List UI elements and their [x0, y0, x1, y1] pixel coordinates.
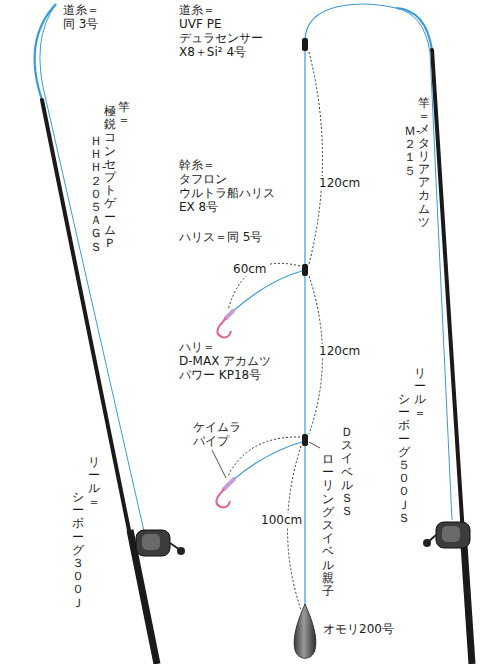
- part-label: ハリ＝: [178, 340, 216, 354]
- swivels: [302, 38, 308, 446]
- part-label: ウルトラ船ハリス: [178, 186, 276, 200]
- rod-grip: [463, 530, 472, 664]
- sinker: [294, 604, 316, 658]
- leader: [232, 270, 305, 312]
- part-label: リール＝: [414, 366, 426, 421]
- part-label: シーボーグ３００Ｊ: [72, 490, 84, 611]
- part-label: ＨＨＨ-２０５ ＡＧＳ: [90, 134, 102, 255]
- part-label: D-MAX アカムツ: [178, 354, 272, 368]
- left-reel: [136, 530, 185, 556]
- part-label: タフロン: [178, 172, 228, 186]
- part-label: 竿＝: [118, 100, 130, 128]
- part-label: リール＝: [88, 455, 100, 510]
- part-label: ハリス＝同 5号: [178, 230, 263, 244]
- leader-line: [212, 450, 226, 478]
- part-label: 道糸＝: [62, 3, 100, 17]
- rod-tip: [35, 4, 56, 100]
- part-label: EX 8号: [178, 200, 219, 214]
- rod-tip: [396, 8, 432, 50]
- part-label: デュラセンサー: [178, 31, 264, 45]
- luminous-tube: [224, 479, 234, 489]
- part-label: ローリングスイベル親子: [322, 452, 334, 599]
- hook: [216, 479, 234, 507]
- part-label: パワー KP18号: [178, 368, 262, 382]
- leader-line: [309, 442, 320, 448]
- part-label: シーボーグ５００ＪＳ: [398, 392, 410, 526]
- right-rod: [396, 8, 472, 664]
- main-line: [40, 4, 146, 540]
- part-label: パイプ: [192, 434, 230, 448]
- trunk-line: [304, 50, 305, 606]
- dimension-label: 60cm: [232, 262, 268, 276]
- part-label: 竿＝メタリア アカムツ: [418, 96, 430, 230]
- part-label: 同 3号: [62, 17, 99, 31]
- part-label: Ｍ-２１５: [404, 124, 416, 179]
- hook: [217, 311, 233, 337]
- part-label: X8＋Si² 4号: [178, 45, 247, 59]
- part-label: オモリ200号: [322, 622, 395, 636]
- part-label: 道糸＝: [178, 3, 216, 17]
- dimension-label: 100cm: [260, 513, 303, 527]
- dimension-label: 120cm: [318, 344, 361, 358]
- part-label: 幹糸＝: [178, 158, 216, 172]
- part-label: Ｄスイベル ＳＳ: [341, 425, 353, 519]
- part-label: UVF PE: [178, 17, 223, 31]
- leader: [233, 441, 305, 480]
- main-line: [305, 4, 396, 40]
- length-arcs: [228, 52, 323, 610]
- part-label: ケイムラ: [192, 420, 242, 434]
- part-label: 極鋭 コンセプトゲームＰ: [104, 104, 116, 251]
- dimension-label: 120cm: [318, 176, 361, 190]
- right-reel: [423, 522, 470, 548]
- left-rod: [35, 4, 185, 664]
